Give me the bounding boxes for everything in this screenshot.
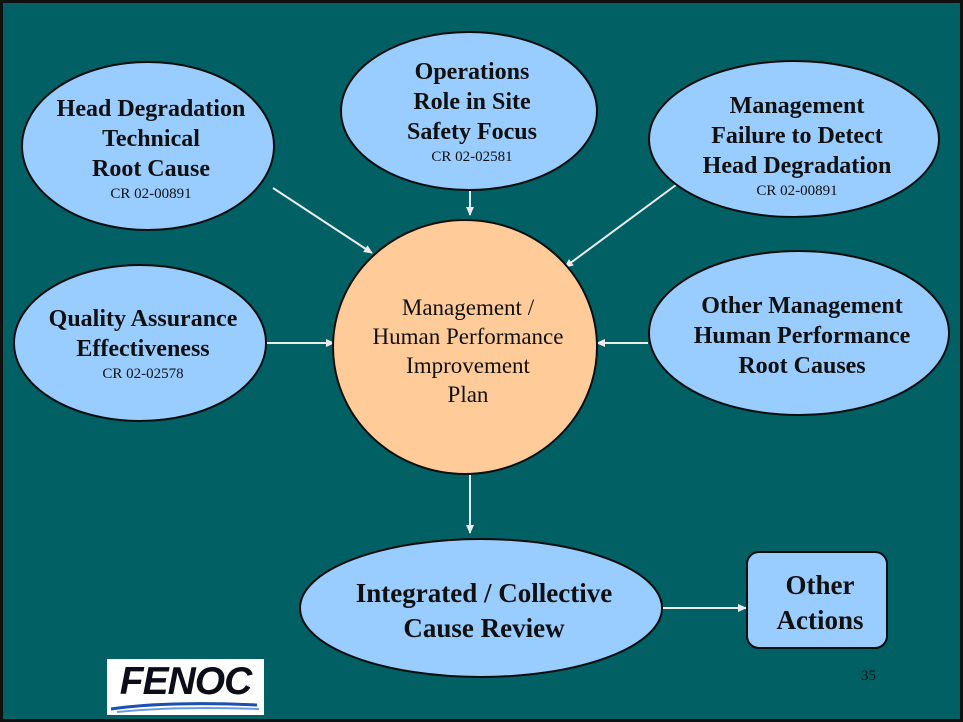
node-quality-assurance-ref: CR 02-02578 (102, 366, 184, 382)
node-center: Management / Human Performance Improveme… (336, 289, 600, 413)
node-quality-assurance-title: Quality Assurance Effectiveness (48, 306, 238, 362)
node-operations-role-shape (340, 31, 598, 191)
fenoc-logo-text: FENOC (119, 660, 253, 703)
node-management-failure-shape (648, 60, 940, 218)
node-operations-role: Operations Role in Site Safety Focus CR … (344, 37, 600, 187)
node-center-shape (332, 219, 598, 475)
node-other-actions: Other Actions (750, 561, 890, 645)
node-management-failure: Management Failure to Detect Head Degrad… (652, 71, 942, 221)
fenoc-logo: FENOC (107, 659, 264, 715)
node-head-degradation-title: Head Degradation Technical Root Cause (56, 96, 246, 182)
node-center-title: Management / Human Performance Improveme… (372, 295, 564, 407)
node-other-management-title: Other Management Human Performance Root … (693, 293, 911, 379)
node-operations-role-title: Operations Role in Site Safety Focus (407, 59, 537, 145)
node-head-degradation-shape (21, 61, 275, 231)
arrow-head-degradation-to-center (272, 187, 373, 254)
node-other-management-shape (648, 250, 950, 416)
page-number: 35 (861, 668, 876, 684)
node-head-degradation-ref: CR 02-00891 (110, 186, 192, 202)
node-quality-assurance: Quality Assurance Effectiveness CR 02-02… (17, 294, 269, 394)
logo-swoosh (110, 702, 260, 713)
node-other-actions-shape (746, 551, 888, 649)
arrow-management-failure-to-center (564, 181, 681, 268)
node-operations-role-ref: CR 02-02581 (431, 149, 513, 165)
node-other-management: Other Management Human Performance Root … (652, 289, 952, 383)
node-integrated-review: Integrated / Collective Cause Review (303, 571, 665, 651)
node-management-failure-ref: CR 02-00891 (756, 183, 838, 199)
node-integrated-review-shape (299, 538, 663, 678)
node-management-failure-title: Management Failure to Detect Head Degrad… (702, 93, 892, 179)
node-integrated-review-title: Integrated / Collective Cause Review (355, 578, 613, 643)
node-other-actions-title: Other Actions (776, 570, 864, 635)
diagram-shapes (13, 31, 950, 678)
node-head-degradation: Head Degradation Technical Root Cause CR… (25, 73, 277, 225)
node-quality-assurance-shape (13, 264, 267, 422)
